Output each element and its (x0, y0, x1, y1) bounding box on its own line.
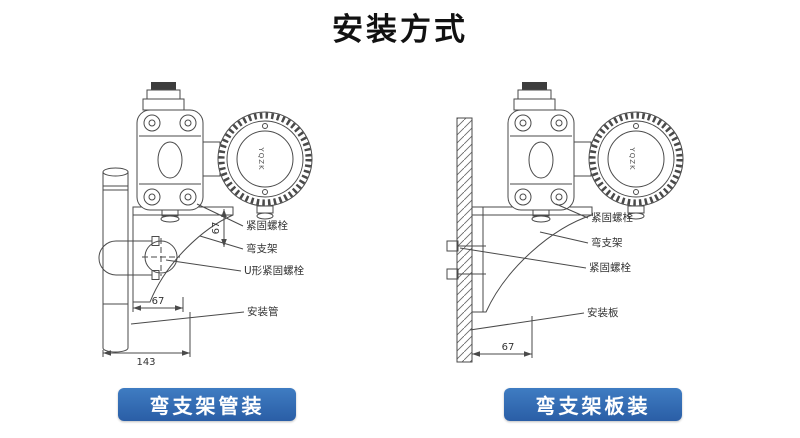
mounting-pipe (102, 167, 129, 353)
plate-mount-diagram: 紧固螺栓 弯支架 紧固螺栓 安装板 67 (446, 82, 683, 363)
u-bolt (98, 236, 160, 280)
transmitter-left (137, 82, 312, 222)
label-fastening-bolt: 紧固螺栓 (246, 219, 288, 232)
dim-total: 143 (136, 357, 155, 368)
dimensions-right: 67 (472, 316, 533, 358)
label-mounting-plate: 安装板 (587, 306, 619, 319)
transmitter-right (508, 82, 683, 222)
dim-bottom: 67 (152, 296, 165, 307)
plate-mount-button[interactable]: 弯支架板装 (504, 388, 682, 421)
dim-side: 67 (211, 222, 222, 235)
dimensions-left: 67 67 143 (102, 209, 227, 368)
pipe-mount-button[interactable]: 弯支架管装 (118, 388, 296, 421)
bent-bracket (132, 206, 234, 303)
dim-bottom: 67 (502, 342, 515, 353)
label-bent-bracket: 弯支架 (246, 242, 278, 255)
label-fastening-bolt-bottom: 紧固螺栓 (589, 261, 631, 274)
bent-bracket (471, 206, 593, 313)
label-mounting-pipe: 安装管 (247, 305, 279, 318)
label-fastening-bolt-top: 紧固螺栓 (591, 211, 633, 224)
pipe-mount-diagram: 紧固螺栓 弯支架 U形紧固螺栓 安装管 67 67 143 (98, 82, 312, 368)
label-bent-bracket: 弯支架 (591, 236, 623, 249)
wall-bolts (446, 240, 486, 280)
leader-lines-right (459, 203, 589, 331)
page-title: 安装方式 (332, 12, 468, 48)
mounting-plate (456, 117, 473, 363)
label-u-bolt: U形紧固螺栓 (244, 264, 305, 277)
